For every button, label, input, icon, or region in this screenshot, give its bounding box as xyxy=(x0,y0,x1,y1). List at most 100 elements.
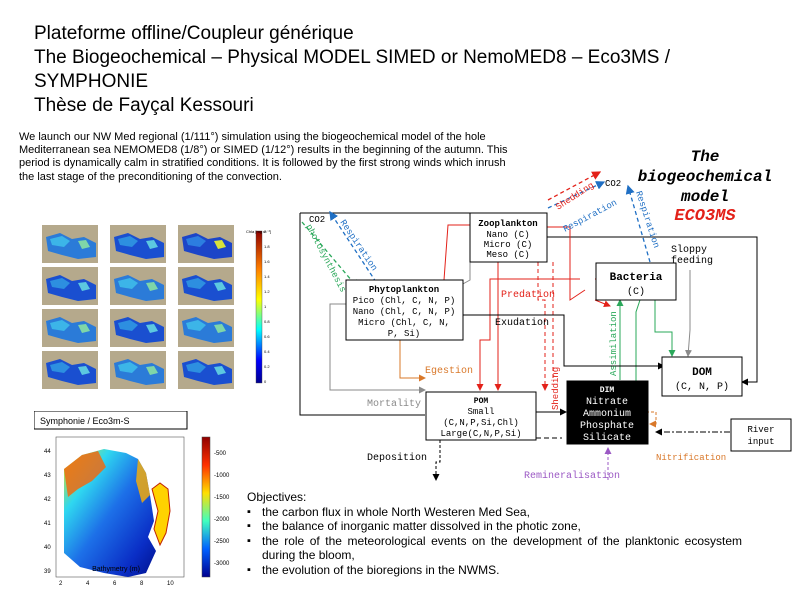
chlorophyll-map xyxy=(42,225,98,263)
phytoplankton-title: Phytoplankton xyxy=(369,285,439,295)
chla-colorbar-tick: 0.4 xyxy=(264,349,270,354)
chla-colorbar xyxy=(255,230,263,384)
chla-colorbar-tick: 0.6 xyxy=(264,334,270,339)
predation-label: Predation xyxy=(501,289,555,301)
objectives-heading: Objectives: xyxy=(247,490,307,504)
phytoplankton-line: Micro (Chl, C, N, xyxy=(358,318,450,328)
chlorophyll-map xyxy=(110,225,166,263)
pom-box: POM Small (C,N,P,Si,Chl) Large(C,N,P,Si) xyxy=(425,391,537,441)
bacteria-title: Bacteria xyxy=(610,272,663,284)
objectives-section: Objectives: the carbon flux in whole Nor… xyxy=(247,490,742,577)
bathymetry-label: Symphonie / Eco3m-S xyxy=(40,416,130,426)
eco3ms-title: The biogeochemical model ECO3MS xyxy=(605,147,800,227)
mortality-label: Mortality xyxy=(367,398,421,410)
co2-left-label: CO2 xyxy=(309,215,325,225)
eco-title-line-2: biogeochemical xyxy=(637,168,773,186)
chla-colorbar-unit: Chla [mg m⁻³] xyxy=(246,229,271,234)
bathymetry-xtick: 10 xyxy=(167,581,174,587)
dim-line: Silicate xyxy=(583,432,631,444)
bathymetry-colorbar-tick: -3000 xyxy=(214,561,230,567)
chla-colorbar-tick: 1.6 xyxy=(264,259,270,264)
phytoplankton-line: Pico (Chl, C, N, P) xyxy=(353,296,456,306)
deposition-label: Deposition xyxy=(367,452,427,464)
bathymetry-colorbar-tick: -2500 xyxy=(214,539,230,545)
chla-colorbar-tick: 1.4 xyxy=(264,274,270,279)
chlorophyll-map xyxy=(42,309,98,347)
dim-box: DIM Nitrate Ammonium Phosphate Silicate xyxy=(566,380,649,445)
eco-title-line-4: ECO3MS xyxy=(674,207,736,226)
river-line: input xyxy=(747,437,774,447)
chlorophyll-map xyxy=(178,309,234,347)
dom-title: DOM xyxy=(692,367,712,379)
phytoplankton-line: P, Si) xyxy=(388,329,420,339)
bacteria-box: Bacteria (C) xyxy=(595,262,677,301)
nitrification-label: Nitrification xyxy=(656,453,726,463)
title-line-2: The Biogeochemical – Physical MODEL SIME… xyxy=(34,47,671,68)
bathymetry-xtick: 6 xyxy=(113,581,117,587)
bathymetry-ytick: 43 xyxy=(44,473,51,479)
exudation-label: Exudation xyxy=(495,317,549,329)
chlorophyll-map xyxy=(42,351,98,389)
dom-box: DOM (C, N, P) xyxy=(661,356,743,397)
chlorophyll-map xyxy=(178,351,234,389)
dom-line: (C, N, P) xyxy=(675,381,729,393)
title-line-1: Plateforme offline/Coupleur générique xyxy=(34,23,354,44)
bathymetry-xtick: 2 xyxy=(59,581,63,587)
bathymetry-colorbar xyxy=(201,436,211,578)
eco-title-line-1: The xyxy=(690,148,720,166)
zooplankton-line: Micro (C) xyxy=(484,240,533,250)
bathymetry-ytick: 41 xyxy=(44,521,51,527)
chlorophyll-map xyxy=(178,225,234,263)
bacteria-line: (C) xyxy=(627,286,645,298)
title-line-3: SYMPHONIE xyxy=(34,71,149,92)
zooplankton-box: Zooplankton Nano (C) Micro (C) Meso (C) xyxy=(469,212,548,263)
bathymetry-ytick: 40 xyxy=(44,545,51,551)
sloppy-label: Sloppy xyxy=(671,244,707,256)
egestion-label: Egestion xyxy=(425,365,473,377)
chla-colorbar-tick: 1 xyxy=(264,304,267,309)
chla-colorbar-tick: 1.2 xyxy=(264,289,270,294)
remineralisation-label: Remineralisation xyxy=(524,470,620,482)
chla-colorbar-tick: 0 xyxy=(264,379,267,384)
chlorophyll-maps-panel: Chla [mg m⁻³] 2 1.8 1.6 1.4 1.2 1 0.8 0.6 0.4 0.2… xyxy=(42,225,271,389)
bathymetry-colorbar-tick: -1000 xyxy=(214,473,230,479)
slide-title: Plateforme offline/Coupleur générique Th… xyxy=(34,22,670,118)
river-input-box: River input xyxy=(730,418,792,452)
zooplankton-line: Meso (C) xyxy=(486,250,529,260)
chlorophyll-map xyxy=(110,351,166,389)
phytoplankton-box: Phytoplankton Pico (Chl, C, N, P) Nano (… xyxy=(345,279,464,341)
dim-line: Phosphate xyxy=(580,420,634,432)
chla-colorbar-tick: 0.2 xyxy=(264,364,270,369)
objective-item: the carbon flux in whole North Westeren … xyxy=(247,505,742,520)
chla-colorbar-tick: 2 xyxy=(264,229,267,234)
objective-item: the role of the meteorological events on… xyxy=(247,534,742,563)
bathymetry-ytick: 42 xyxy=(44,497,51,503)
respiration-left-label: Respiration xyxy=(338,218,380,273)
bathymetry-colorbar-tick: -500 xyxy=(214,451,227,457)
objectives-list: the carbon flux in whole North Westeren … xyxy=(247,505,742,578)
bathymetry-ytick: 39 xyxy=(44,569,51,575)
intro-paragraph: We launch our NW Med regional (1/111°) s… xyxy=(19,131,508,183)
chla-colorbar-tick: 1.8 xyxy=(264,244,270,249)
zooplankton-line: Nano (C) xyxy=(486,230,529,240)
chla-colorbar-tick: 0.8 xyxy=(264,319,270,324)
objective-item: the evolution of the bioregions in the N… xyxy=(247,563,742,578)
objective-item: the balance of inorganic matter dissolve… xyxy=(247,519,742,534)
bathymetry-panel: Symphonie / Eco3m-S -500-1000-1500-2000-… xyxy=(34,411,234,589)
chlorophyll-map xyxy=(110,309,166,347)
assimilation-label: Assimilation xyxy=(609,311,619,376)
photosynthesis-label: photosynthesis xyxy=(303,223,347,294)
title-line-4: Thèse de Fayçal Kessouri xyxy=(34,95,254,116)
dim-title: DIM xyxy=(600,386,615,395)
dim-line: Nitrate xyxy=(586,396,628,408)
bathymetry-xlabel: Bathymetry (m) xyxy=(92,566,140,573)
dim-line: Ammonium xyxy=(583,408,631,420)
feeding-label: feeding xyxy=(671,255,713,267)
co2-right-label: CO2 xyxy=(605,179,621,189)
pom-line: Small xyxy=(467,407,494,417)
bathymetry-xtick: 4 xyxy=(86,581,90,587)
pom-title: POM xyxy=(474,397,489,406)
eco-title-line-3: model xyxy=(680,188,729,206)
pom-line: Large(C,N,P,Si) xyxy=(440,429,521,439)
